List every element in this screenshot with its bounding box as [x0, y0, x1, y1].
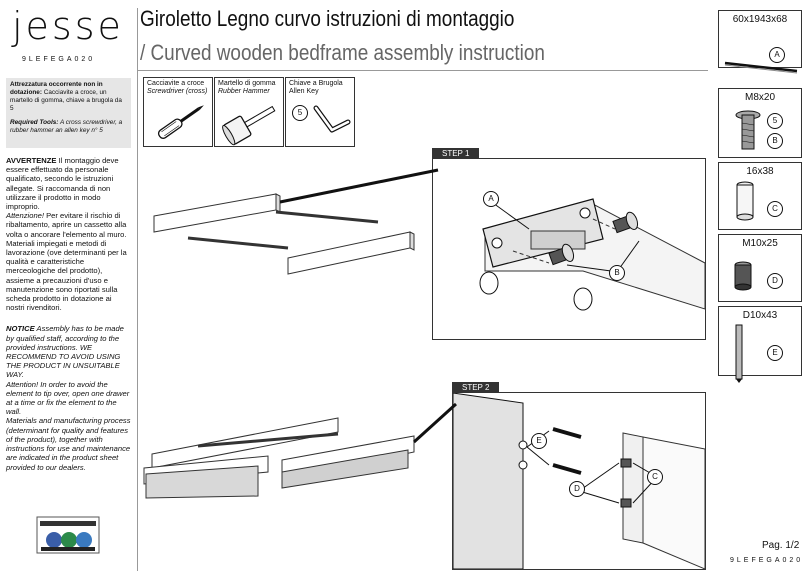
header-divider — [138, 70, 708, 71]
warning-heading: AVVERTENZE — [6, 156, 57, 165]
step1-label: STEP 1 — [432, 148, 480, 159]
notice-heading: NOTICE — [6, 324, 35, 334]
part-letter: A — [769, 47, 785, 63]
attention-heading-it: Attenzione! — [6, 211, 44, 221]
required-tools-box: Attrezzatura occorrente non in dotazione… — [6, 78, 131, 148]
tools-en-text: A cross screwdriver, a rubber hammer an … — [10, 119, 123, 134]
part-letter: B — [767, 133, 783, 149]
step2-label: STEP 2 — [452, 382, 500, 393]
brand-logo: Jesse — [12, 4, 124, 48]
part-letter: E — [767, 345, 783, 361]
insert-nut-icon — [734, 261, 752, 291]
part-size: 60x1943x68 — [732, 14, 788, 25]
tool-label-it: Martello di gomma — [218, 80, 276, 87]
attention-heading-en: Attention! — [6, 379, 39, 389]
tool-label-it: Cacciavite a croce — [147, 80, 205, 87]
step1-panel: STEP 1 A B — [432, 148, 706, 340]
attention-text-it: Per evitare il rischio di ribaltamento, … — [6, 211, 127, 239]
part-size: D10x43 — [742, 310, 778, 321]
footer-code: 9LEFEGA020 — [730, 557, 804, 564]
part-letter: C — [767, 201, 783, 217]
step1-overview-drawing — [153, 168, 439, 275]
part-size: 16x38 — [746, 166, 774, 177]
step2-callout-c: C — [647, 469, 663, 485]
step1-detail-drawing — [479, 198, 706, 311]
tool-allen-key: Chiave a Brugola Allen Key 5 — [285, 77, 355, 147]
part-letter: D — [767, 273, 783, 289]
page-number: Pag. 1/2 — [762, 540, 800, 551]
materials-text-en: Materials and manufacturing process (det… — [6, 416, 131, 472]
slat-icon — [724, 61, 798, 74]
part-c-card: 16x38 C — [718, 162, 802, 230]
notice-text: Assembly has to be made by qualified sta… — [6, 324, 124, 380]
step1-callout-a: A — [483, 191, 499, 207]
step2-panel: STEP 2 E C D — [452, 382, 706, 570]
part-b-card: M8x20 5 B — [718, 88, 802, 158]
allen-key-icon — [313, 105, 351, 133]
materials-text-it: Materiali impiegati e metodi di lavorazi… — [6, 238, 127, 313]
allen-size-badge: 5 — [292, 105, 308, 121]
vertical-divider — [137, 8, 138, 571]
tools-en-heading: Required Tools: — [10, 119, 59, 126]
title-english: / Curved wooden bedframe assembly instru… — [140, 40, 545, 65]
tool-label-en: Screwdriver (cross) — [147, 88, 208, 95]
hammer-icon — [222, 105, 276, 146]
step2-callout-e: E — [531, 433, 547, 449]
warning-text: Il montaggio deve essere effettuato da p… — [6, 156, 119, 212]
tool-label-en: Allen Key — [289, 88, 319, 95]
certification-logo — [36, 516, 100, 554]
title-italian: Giroletto Legno curvo istruzioni di mont… — [140, 6, 515, 31]
tools-it-text: Cacciavite a croce, un martello di gomma… — [10, 89, 122, 112]
brand-code: 9LEFEGA020 — [22, 56, 96, 63]
part-size: M8x20 — [744, 92, 775, 103]
tool-hammer: Martello di gomma Rubber Hammer — [214, 77, 284, 147]
screwdriver-icon — [157, 105, 204, 139]
bolt-icon — [735, 110, 761, 150]
part-badge: 5 — [767, 113, 783, 129]
tools-it-heading: Attrezzatura occorrente non in dotazione… — [10, 81, 103, 96]
part-d-card: M10x25 D — [718, 234, 802, 302]
step2-overview-drawing — [143, 402, 458, 499]
dowel-icon — [736, 181, 754, 221]
safety-notes: AVVERTENZE Il montaggio deve essere effe… — [6, 156, 132, 472]
step2-callout-d: D — [569, 481, 585, 497]
part-a-card: 60x1943x68 A — [718, 10, 802, 74]
part-size: M10x25 — [742, 238, 778, 249]
tool-screwdriver: Cacciavite a croce Screwdriver (cross) — [143, 77, 213, 147]
attention-text-en: In order to avoid the element to tip ove… — [6, 379, 130, 417]
pin-icon — [735, 324, 743, 383]
tool-label-it: Chiave a Brugola — [289, 80, 343, 87]
step1-callout-b: B — [609, 265, 625, 281]
tool-label-en: Rubber Hammer — [218, 88, 270, 95]
part-e-card: D10x43 E — [718, 306, 802, 383]
